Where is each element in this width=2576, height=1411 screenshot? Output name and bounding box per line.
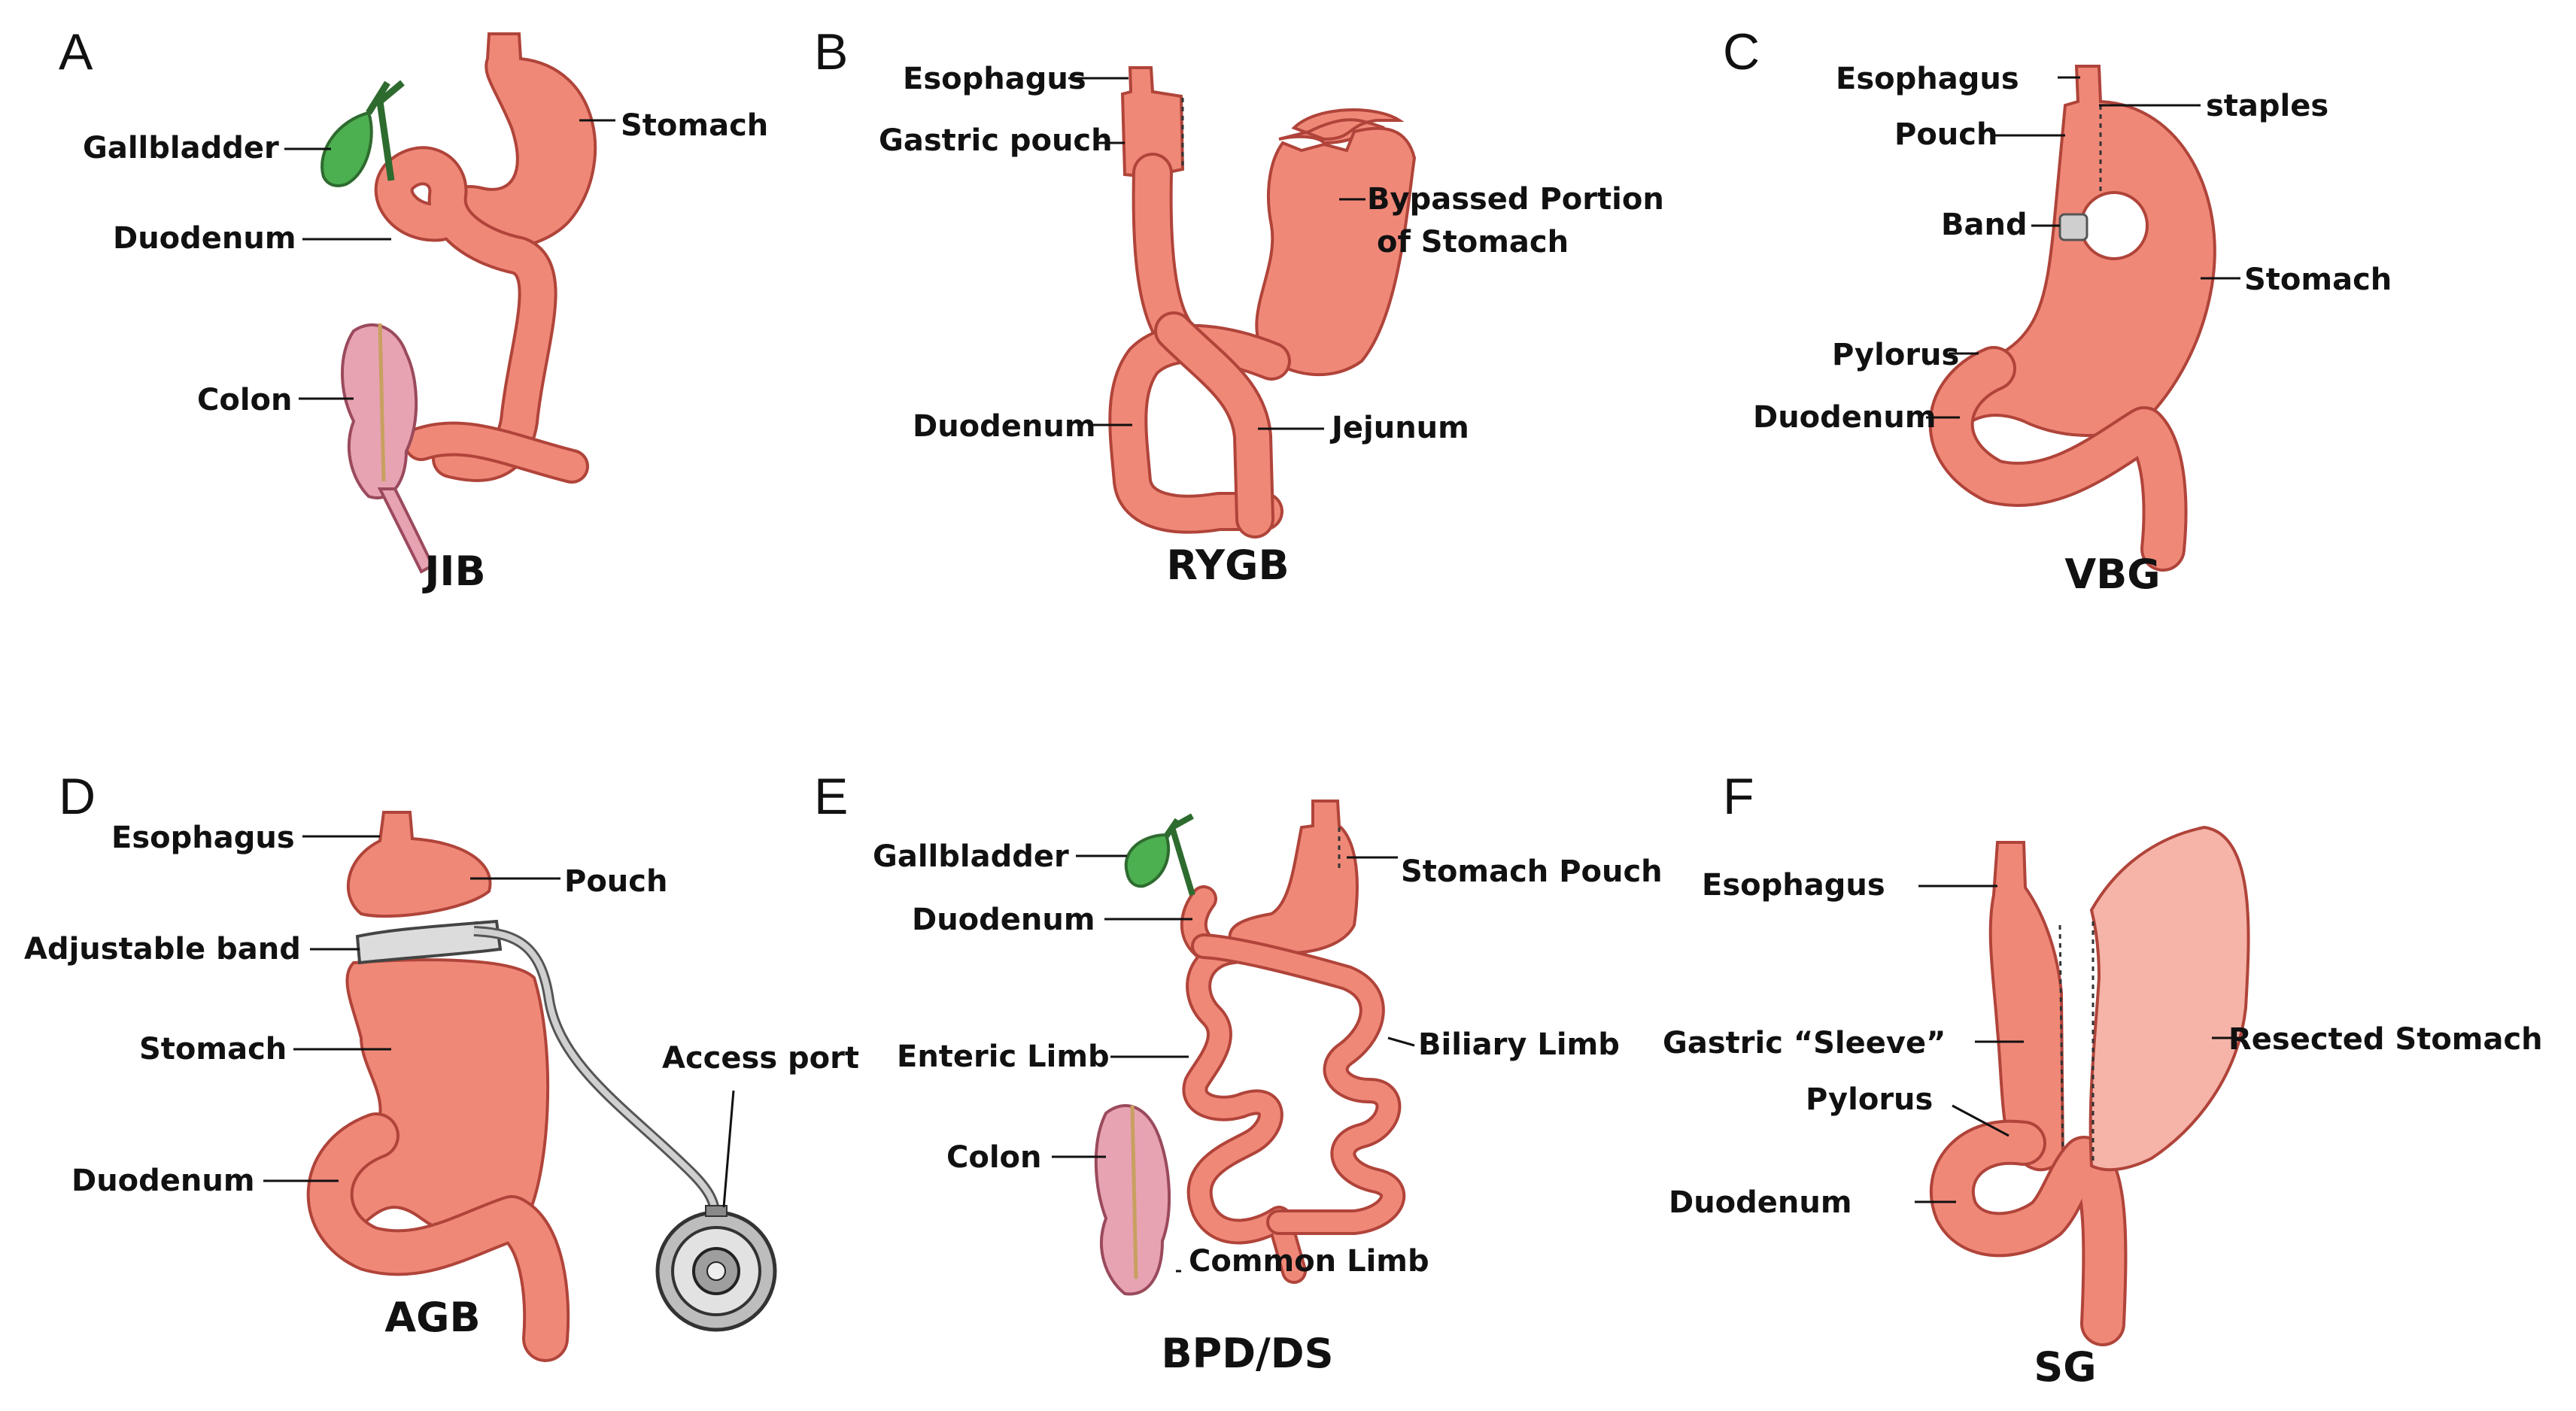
vbg-window <box>2079 191 2149 260</box>
rygb-stomach-remnant <box>1255 126 1417 377</box>
bpdds-stomach-pouch <box>1228 800 1359 955</box>
label-duodenum: Duodenum <box>1753 400 1937 435</box>
procedure-name-bpdds: BPD/DS <box>1162 1330 1334 1377</box>
panel-d: D Esophagus Pouch Adjustable band Stomac… <box>24 768 859 1362</box>
panel-f: F Esophagus Gastric “Sleeve” Resected St… <box>1663 768 2543 1391</box>
label-pouch: Pouch <box>1894 117 1997 152</box>
agb-pouch <box>346 811 492 918</box>
panel-a: A Gallbladder Stomach Duodenum Colon JIB <box>59 23 768 595</box>
procedure-name-sg: SG <box>2034 1343 2096 1391</box>
label-esophagus: Esophagus <box>1702 868 1885 903</box>
label-duodenum: Duodenum <box>913 409 1096 444</box>
label-stomach: Stomach <box>621 108 768 143</box>
panel-letter-a: A <box>59 23 93 80</box>
panel-b: B Esophagus Gastric pouch Bypassed Porti… <box>814 23 1664 589</box>
bpdds-gallbladder <box>1124 833 1171 888</box>
label-gastric-sleeve: Gastric “Sleeve” <box>1663 1026 1946 1061</box>
panel-letter-b: B <box>814 23 848 80</box>
panel-letter-f: F <box>1723 768 1754 825</box>
label-enteric-limb: Enteric Limb <box>897 1039 1110 1074</box>
label-stomach-pouch: Stomach Pouch <box>1401 854 1663 889</box>
panel-e: E Gallbladder Stomach Pouch Duodenum Ent… <box>814 768 1663 1377</box>
jib-gallbladder <box>320 111 373 187</box>
label-gallbladder: Gallbladder <box>83 131 279 165</box>
label-esophagus: Esophagus <box>903 62 1086 96</box>
procedure-name-jib: JIB <box>421 548 485 595</box>
panel-letter-e: E <box>814 768 848 825</box>
label-esophagus: Esophagus <box>111 821 295 855</box>
vbg-band <box>2058 213 2088 241</box>
label-gallbladder: Gallbladder <box>873 839 1069 874</box>
label-resected-stomach: Resected Stomach <box>2228 1022 2543 1057</box>
label-pouch: Pouch <box>564 864 667 899</box>
label-biliary-limb: Biliary Limb <box>1418 1027 1620 1062</box>
panel-letter-d: D <box>59 768 96 825</box>
sg-resected-stomach <box>2088 825 2250 1172</box>
label-staples: staples <box>2206 89 2328 123</box>
label-jejunum: Jejunum <box>1329 411 1469 445</box>
vbg-stomach <box>1938 65 2216 447</box>
label-esophagus: Esophagus <box>1836 62 2019 96</box>
procedure-name-rygb: RYGB <box>1166 542 1289 589</box>
label-stomach: Stomach <box>139 1032 287 1067</box>
procedure-name-vbg: VBG <box>2064 551 2160 598</box>
agb-stomach <box>339 958 550 1240</box>
procedure-name-agb: AGB <box>384 1294 480 1341</box>
label-pylorus: Pylorus <box>1832 338 1959 372</box>
agb-adjustable-band <box>355 919 503 965</box>
label-band: Band <box>1941 208 2028 242</box>
label-duodenum: Duodenum <box>113 221 296 256</box>
label-bypassed-portion: Bypassed Portion <box>1367 182 1664 217</box>
label-duodenum: Duodenum <box>71 1164 255 1198</box>
label-duodenum: Duodenum <box>1669 1185 1852 1220</box>
label-gastric-pouch: Gastric pouch <box>879 123 1113 158</box>
label-of-stomach: of Stomach <box>1377 225 1569 259</box>
label-colon: Colon <box>197 383 293 417</box>
label-stomach: Stomach <box>2244 262 2392 297</box>
label-access-port: Access port <box>662 1041 859 1076</box>
label-pylorus: Pylorus <box>1806 1082 1933 1117</box>
label-duodenum: Duodenum <box>912 903 1095 937</box>
label-adjustable-band: Adjustable band <box>24 932 301 966</box>
label-colon: Colon <box>946 1140 1042 1175</box>
label-common-limb: Common Limb <box>1189 1244 1429 1279</box>
panel-c: C Esophagus staples Pouch Band Stomach P… <box>1723 23 2392 598</box>
panel-letter-c: C <box>1723 23 1760 80</box>
